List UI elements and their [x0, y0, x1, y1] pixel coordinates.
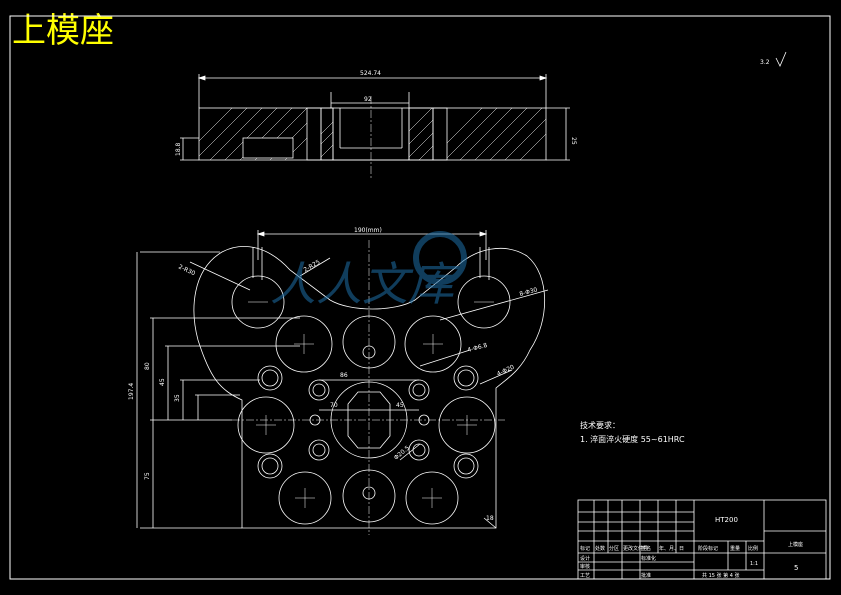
tb-label-2: 分区	[609, 545, 619, 552]
tb-label-1: 处数	[595, 545, 605, 552]
plan-view	[136, 230, 549, 535]
tb-label-0: 标记	[580, 545, 590, 552]
tb-label-3: 更改文件号	[623, 545, 648, 552]
tb-label-10: 比例	[748, 545, 758, 552]
drawing-title: 上模座	[12, 11, 114, 51]
dim-left-3: 35	[174, 394, 181, 402]
dim-inner-3: 70	[330, 402, 338, 409]
tb-label-9: 重量	[730, 545, 740, 552]
tb-number: 5	[794, 564, 798, 572]
dim-left-1: 80	[144, 362, 151, 370]
roughness-label: 3.2	[760, 59, 770, 66]
drawing-frame	[9, 15, 831, 580]
section-view	[180, 74, 570, 180]
dim-top-width: 524.74	[360, 70, 381, 77]
tb-label-11: 审核	[580, 563, 590, 570]
dim-top-small: 18.8	[175, 142, 182, 156]
tb-label-8: 阶段标记	[698, 545, 718, 552]
tb-label-6: 设计	[580, 555, 590, 562]
dim-left-2: 45	[159, 378, 166, 386]
dim-top-height: 25	[570, 137, 577, 145]
dim-corner: 18	[486, 515, 494, 522]
tb-label-12: 工艺	[580, 573, 590, 579]
dim-main-width: 190(mm)	[354, 227, 382, 234]
tb-label-5: 年、月、日	[659, 545, 684, 552]
dim-top-inner: 92	[364, 96, 372, 103]
tb-material: HT200	[715, 516, 738, 524]
watermark-text: 人人文库	[270, 257, 461, 311]
tech-heading: 技术要求：	[580, 420, 620, 430]
tb-scale: 1:1	[750, 561, 758, 567]
tb-label-7: 标准化	[641, 555, 656, 562]
leader-5: 4-Φ20	[496, 364, 516, 378]
dim-inner-1: 86	[340, 372, 348, 379]
tb-label-13: 批准	[641, 572, 651, 579]
tb-sheet: 共 15 张 第 4 张	[702, 572, 740, 579]
dim-left-lower: 75	[144, 472, 151, 480]
tech-line1: 1. 淬面淬火硬度 55~61HRC	[580, 434, 685, 444]
dim-main-height: 197.4	[128, 383, 135, 400]
watermark: 人人文库	[270, 231, 467, 311]
roughness-icon	[775, 51, 787, 67]
tb-label-4: 签名	[641, 545, 651, 552]
leader-4: 4-Φ6.8	[467, 342, 489, 354]
tb-part: 上模座	[788, 541, 803, 548]
dim-inner-2: 45	[396, 402, 404, 409]
leader-1: 2-R30	[177, 263, 196, 277]
leader-3: 8-Φ30	[519, 286, 539, 298]
title-block	[577, 499, 827, 580]
